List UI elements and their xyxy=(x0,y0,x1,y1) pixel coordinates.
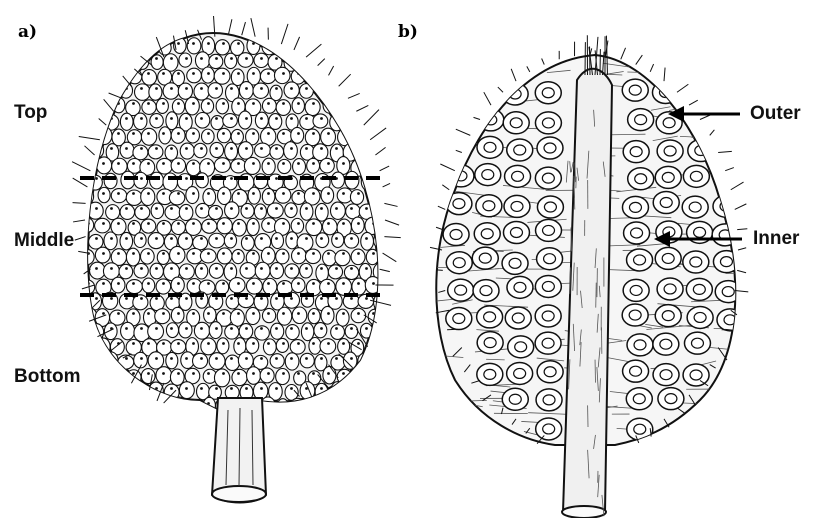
zone-label-middle: Middle xyxy=(14,230,74,252)
zone-label-top: Top xyxy=(14,102,47,124)
whole-cone-drawing xyxy=(72,16,401,416)
zone-label-bottom: Bottom xyxy=(14,366,80,388)
ring-label-outer: Outer xyxy=(750,103,801,125)
ring-label-inner: Inner xyxy=(753,228,799,250)
stalk-a xyxy=(212,398,266,503)
panel-b-letter: b) xyxy=(398,22,418,42)
panel-a-letter: a) xyxy=(18,22,37,42)
